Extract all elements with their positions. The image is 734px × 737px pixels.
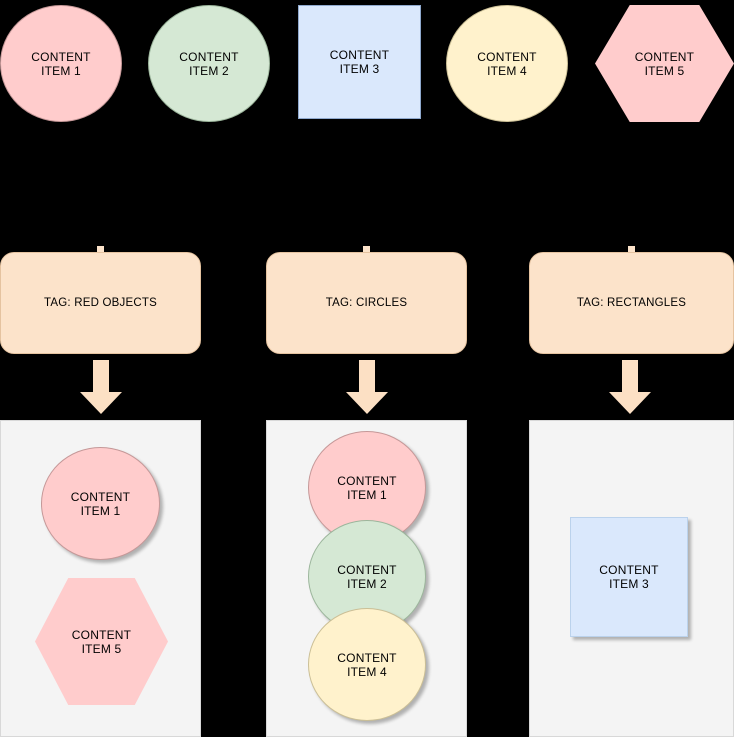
group-circles-item-2-label: CONTENT ITEM 2 xyxy=(337,562,397,591)
content-item-2[interactable]: CONTENT ITEM 2 xyxy=(148,5,270,122)
group-circles-item-4[interactable]: CONTENT ITEM 4 xyxy=(308,608,426,721)
group-rectangles-item-3[interactable]: CONTENT ITEM 3 xyxy=(570,517,688,637)
group-circles-item-1-label: CONTENT ITEM 1 xyxy=(337,473,397,502)
tag-rectangles-label: TAG: RECTANGLES xyxy=(576,297,687,309)
content-item-5[interactable]: CONTENT ITEM 5 xyxy=(595,5,734,122)
arrow-stem xyxy=(359,360,375,392)
arrow-head xyxy=(609,392,651,414)
content-item-4-label: CONTENT ITEM 4 xyxy=(477,49,537,78)
group-red-objects-item-1[interactable]: CONTENT ITEM 1 xyxy=(41,447,160,560)
content-item-4[interactable]: CONTENT ITEM 4 xyxy=(446,5,568,122)
arrow-stem xyxy=(622,360,638,392)
content-item-1-label: CONTENT ITEM 1 xyxy=(31,49,91,78)
tag-red-objects-box[interactable]: TAG: RED OBJECTS xyxy=(0,252,201,354)
tag-rectangles-connector-stub xyxy=(628,246,635,252)
tag-circles-connector-stub xyxy=(363,246,370,252)
arrow-down-red-objects xyxy=(71,360,131,414)
group-rectangles-item-3-label: CONTENT ITEM 3 xyxy=(599,563,659,591)
arrow-head xyxy=(80,392,122,414)
arrow-stem xyxy=(93,360,109,392)
arrow-down-rectangles xyxy=(600,360,660,414)
content-item-2-label: CONTENT ITEM 2 xyxy=(179,49,239,78)
content-item-1[interactable]: CONTENT ITEM 1 xyxy=(0,5,122,122)
content-item-3[interactable]: CONTENT ITEM 3 xyxy=(298,5,421,119)
group-red-objects-item-1-label: CONTENT ITEM 1 xyxy=(70,489,131,518)
content-item-5-label: CONTENT ITEM 5 xyxy=(634,49,695,78)
arrow-head xyxy=(346,392,388,414)
tag-circles-label: TAG: CIRCLES xyxy=(325,297,408,309)
tag-red-objects-connector-stub xyxy=(97,246,104,252)
arrow-down-circles xyxy=(337,360,397,414)
content-item-3-label: CONTENT ITEM 3 xyxy=(329,48,390,76)
group-circles-item-4-label: CONTENT ITEM 4 xyxy=(337,650,397,679)
tag-circles-box[interactable]: TAG: CIRCLES xyxy=(266,252,467,354)
tag-red-objects-label: TAG: RED OBJECTS xyxy=(44,297,157,309)
group-red-objects-item-5-label: CONTENT ITEM 5 xyxy=(71,627,132,656)
tag-rectangles-box[interactable]: TAG: RECTANGLES xyxy=(529,252,734,354)
